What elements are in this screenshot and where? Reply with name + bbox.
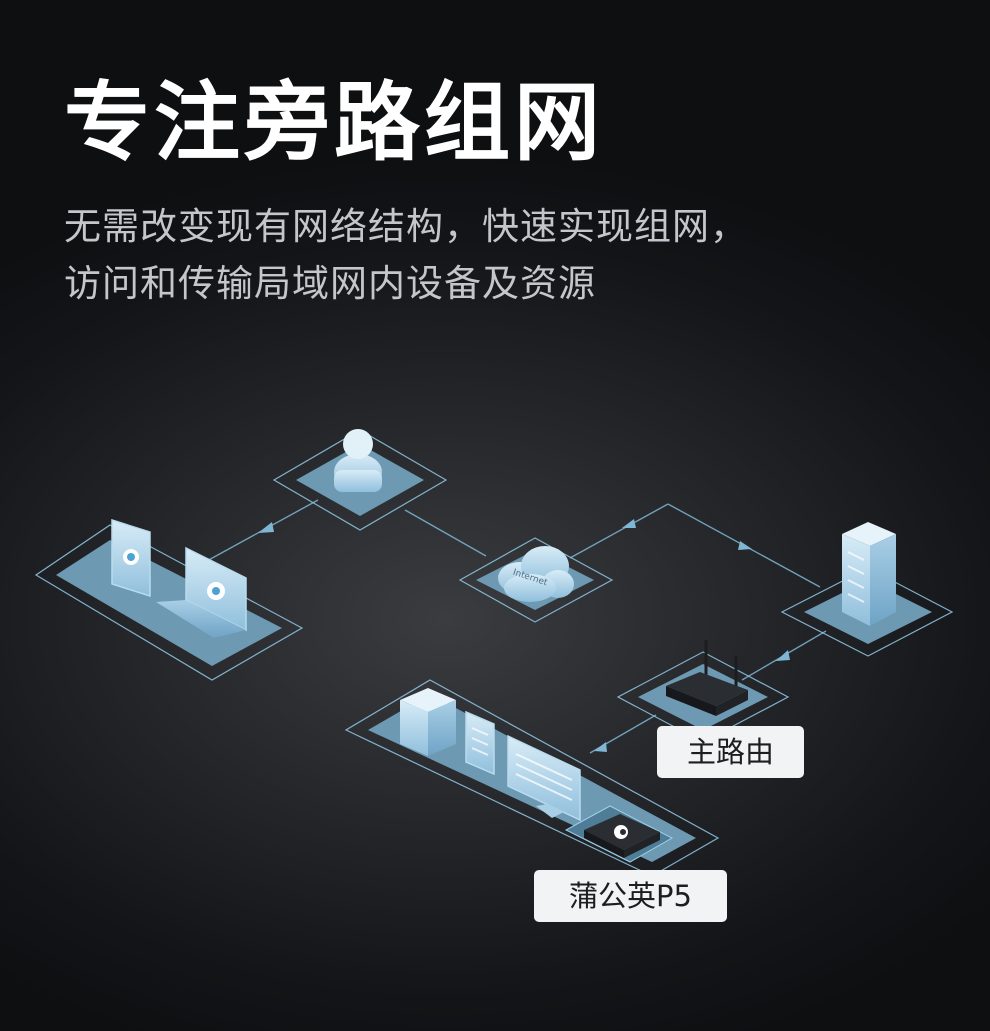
tablet-icon bbox=[111, 518, 151, 598]
router-icon bbox=[666, 640, 748, 716]
p5-device-label: 蒲公英P5 bbox=[534, 870, 727, 922]
building-icon bbox=[842, 522, 896, 626]
subtitle-line-2: 访问和传输局域网内设备及资源 bbox=[64, 262, 596, 305]
p5-device-icon bbox=[584, 814, 660, 858]
cloud-icon: Internet bbox=[498, 546, 574, 602]
main-router-label: 主路由 bbox=[657, 726, 804, 778]
laptop-icon bbox=[156, 546, 247, 638]
server-icon bbox=[400, 688, 456, 756]
phone-icon bbox=[465, 710, 495, 776]
user-icon bbox=[334, 429, 382, 492]
page-headline: 专注旁路组网 bbox=[64, 73, 604, 173]
monitor-icon bbox=[507, 734, 581, 822]
connection-arrows bbox=[258, 519, 790, 752]
subtitle-line-1: 无需改变现有网络结构，快速实现组网， bbox=[64, 205, 748, 248]
